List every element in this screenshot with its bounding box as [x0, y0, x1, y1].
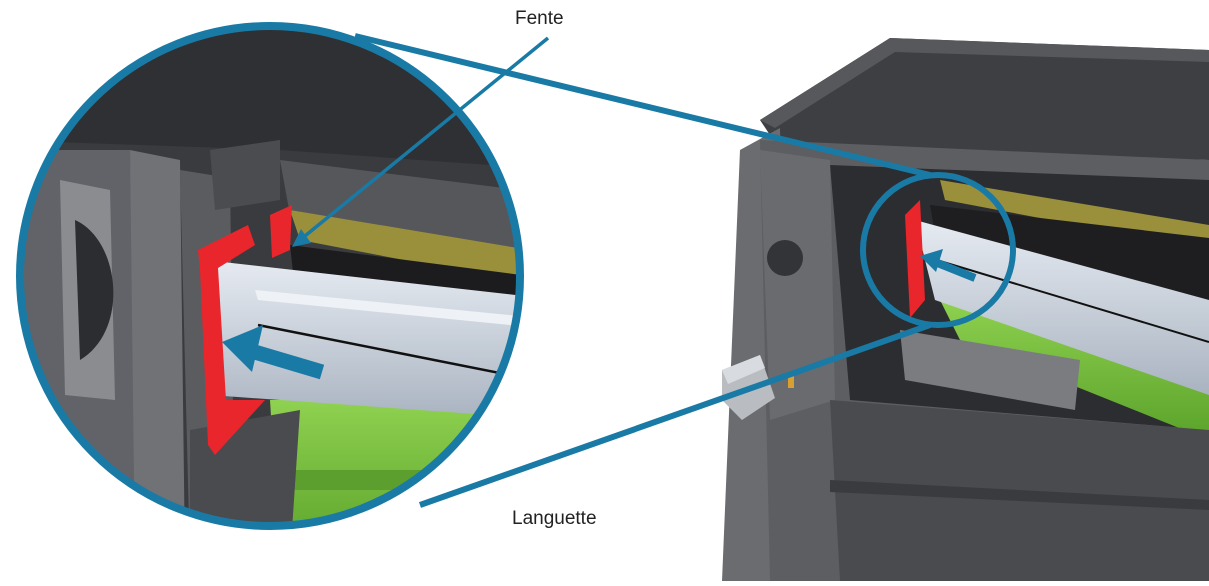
label-tab: Languette [512, 508, 597, 529]
slot-pointer-arrowhead [292, 229, 311, 247]
slot-pointer-line [298, 36, 550, 242]
magnified-view [16, 22, 524, 530]
callout-line-bottom [419, 322, 931, 508]
magnifier-ring [16, 22, 524, 530]
printer-body [722, 38, 1209, 581]
callout-line-top [354, 33, 931, 178]
arrow-left-icon [920, 249, 977, 282]
focus-circle [860, 172, 1016, 328]
label-slot: Fente [515, 8, 564, 29]
arrow-left-icon [222, 325, 325, 380]
